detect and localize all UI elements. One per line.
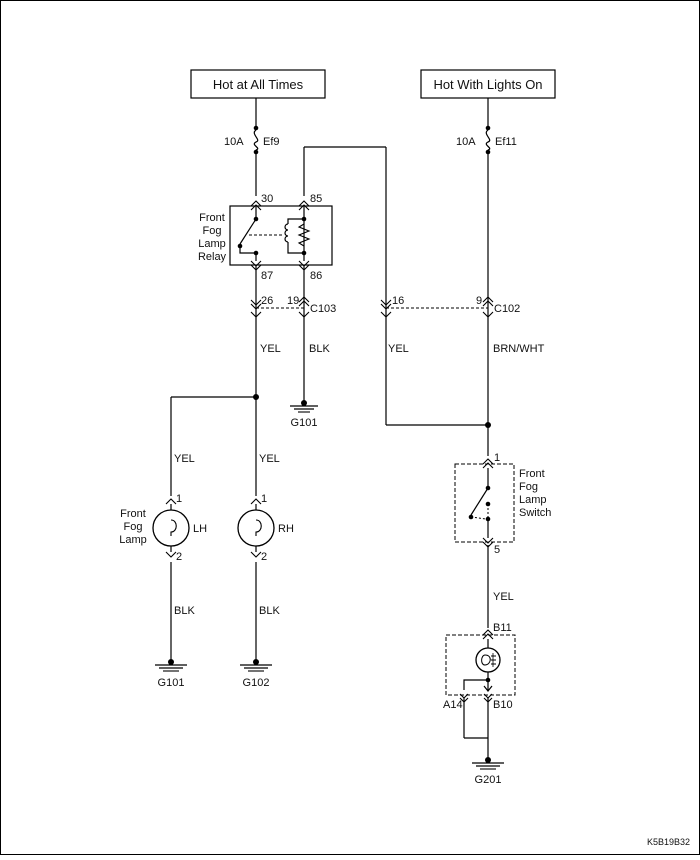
- fog-lamp-lh: 1 2 LH Front Fog Lamp: [119, 493, 207, 563]
- ground-g101-relay: G101: [290, 405, 318, 429]
- relay-label-line3: Lamp: [198, 238, 226, 250]
- ground-label-g201: G201: [475, 774, 502, 786]
- ground-g201: G201: [472, 757, 504, 786]
- fuse-ef11-rating: 10A: [456, 136, 476, 148]
- switch-label-line2: Fog: [519, 481, 538, 493]
- lamp-rh-pin2: 2: [261, 551, 267, 563]
- relay-label-line1: Front: [199, 212, 225, 224]
- indicator-pin-b11: B11: [493, 622, 512, 634]
- c102-name: C102: [494, 303, 520, 315]
- lamp-lh-pin1: 1: [176, 493, 182, 505]
- relay-pin-30: 30: [261, 193, 273, 205]
- c103-pin-19: 19: [287, 295, 299, 307]
- wire-label-blk-2: BLK: [174, 605, 195, 617]
- lamp-label-line2: Fog: [124, 521, 143, 533]
- wire-label-yel-3: YEL: [174, 453, 195, 465]
- wire-label-yel-5: YEL: [493, 591, 514, 603]
- ground-label-g102: G102: [243, 677, 270, 689]
- indicator-pin-b10: B10: [493, 699, 513, 711]
- fog-lamp-rh: 1 2 RH: [237, 493, 294, 563]
- wire-label-brnwht: BRN/WHT: [493, 343, 545, 355]
- switch-label-line1: Front: [519, 468, 545, 480]
- fog-light-indicator-icon: [481, 653, 496, 667]
- lamp-rh-pin1: 1: [261, 493, 267, 505]
- relay-pin-87: 87: [261, 270, 273, 282]
- indicator-pin-a14: A14: [443, 699, 463, 711]
- ground-g101-lamp: G101: [155, 659, 187, 689]
- lamp-label-line1: Front: [120, 508, 146, 520]
- relay-pin-86: 86: [310, 270, 322, 282]
- switch-pin-1: 1: [494, 452, 500, 464]
- fuse-ef9-rating: 10A: [224, 136, 244, 148]
- wire-label-yel-2: YEL: [388, 343, 409, 355]
- wire-label-yel-4: YEL: [259, 453, 280, 465]
- switch-label-line4: Switch: [519, 507, 551, 519]
- switch-label-line3: Lamp: [519, 494, 547, 506]
- fog-indicator: B11 A14 B10: [443, 622, 516, 711]
- c102-pin-9: 9: [476, 295, 482, 307]
- relay-label-line4: Relay: [198, 251, 227, 263]
- figure-id: K5B19B32: [647, 837, 690, 847]
- c103-name: C103: [310, 303, 336, 315]
- wire-label-yel-1: YEL: [260, 343, 281, 355]
- fuse-ef11: 10A Ef11: [456, 125, 517, 155]
- ground-label-g101-relay: G101: [291, 417, 318, 429]
- splice-dots: [253, 394, 491, 428]
- source-label-left: Hot at All Times: [213, 77, 304, 92]
- relay-label-line2: Fog: [203, 225, 222, 237]
- wire-label-blk-3: BLK: [259, 605, 280, 617]
- lamp-label-line3: Lamp: [119, 534, 147, 546]
- ground-g102: G102: [240, 659, 272, 689]
- c102-pin-16: 16: [392, 295, 404, 307]
- fuse-ef11-name: Ef11: [495, 136, 517, 148]
- fog-lamp-relay: Front Fog Lamp Relay 30 85 87 86: [198, 193, 333, 282]
- source-label-right: Hot With Lights On: [433, 77, 542, 92]
- connector-c103: 26 19 C103: [250, 295, 336, 318]
- lamp-lh-pin2: 2: [176, 551, 182, 563]
- relay-pin-85: 85: [310, 193, 322, 205]
- lamp-rh-side: RH: [278, 523, 294, 535]
- source-box-left: Hot at All Times: [190, 69, 326, 99]
- fog-lamp-switch: 1 5 Front Fog Lamp Switch: [454, 452, 551, 556]
- c103-pin-26: 26: [261, 295, 273, 307]
- lamp-lh-side: LH: [193, 523, 207, 535]
- ground-label-g101-lamp: G101: [158, 677, 185, 689]
- wire-label-blk-1: BLK: [309, 343, 330, 355]
- fuse-ef9-name: Ef9: [263, 136, 280, 148]
- wires: [170, 98, 489, 760]
- fuse-ef9: 10A Ef9: [224, 125, 280, 155]
- switch-pin-5: 5: [494, 544, 500, 556]
- source-box-right: Hot With Lights On: [420, 69, 556, 99]
- connector-c102: 16 9 C102: [380, 295, 520, 318]
